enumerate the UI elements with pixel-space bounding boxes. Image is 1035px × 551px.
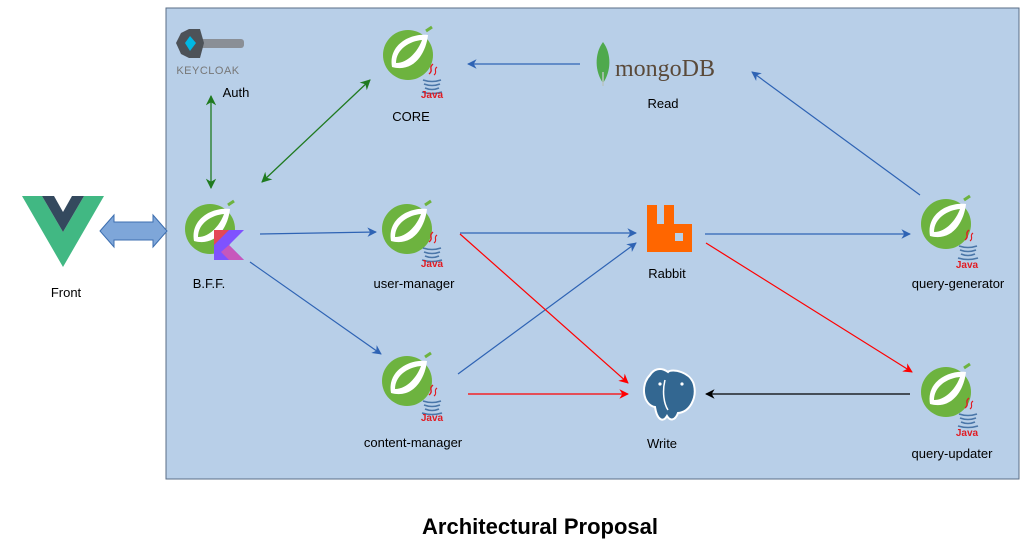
diagram-title: Architectural Proposal bbox=[422, 514, 658, 539]
front-label: Front bbox=[51, 285, 82, 300]
postgresql-logo-icon bbox=[643, 367, 696, 421]
keycloak-logo-icon: KEYCLOAK bbox=[176, 29, 244, 77]
query-updater-node: Java query-updater bbox=[912, 362, 994, 461]
rabbit-node: Rabbit bbox=[647, 205, 692, 281]
core-label: CORE bbox=[392, 109, 430, 124]
read-node: mongoDB Read bbox=[596, 42, 715, 111]
front-node: Front bbox=[22, 196, 104, 300]
kotlin-icon bbox=[214, 230, 244, 260]
read-label: Read bbox=[647, 96, 678, 111]
rabbit-queryupdater-arrow bbox=[705, 242, 913, 373]
content-manager-node: Java content-manager bbox=[364, 351, 463, 450]
bff-node: B.F.F. bbox=[183, 199, 244, 291]
java-badge: Java bbox=[956, 260, 979, 271]
auth-node: KEYCLOAK Auth bbox=[176, 29, 249, 100]
java-badge: Java bbox=[956, 428, 979, 439]
write-label: Write bbox=[647, 436, 677, 451]
java-badge: Java bbox=[421, 90, 444, 101]
system-boundary bbox=[165, 7, 1020, 480]
keycloak-logo-text: KEYCLOAK bbox=[176, 65, 239, 77]
mongodb-logo-icon: mongoDB bbox=[596, 42, 715, 86]
user-manager-node: Java user-manager bbox=[374, 199, 456, 291]
bff-core-arrow bbox=[261, 79, 371, 183]
content-manager-label: content-manager bbox=[364, 435, 463, 450]
querygen-mongo-arrow bbox=[751, 71, 921, 196]
vue-logo-icon bbox=[22, 196, 104, 267]
front-bff-arrow bbox=[99, 213, 168, 249]
bff-label: B.F.F. bbox=[193, 276, 226, 291]
user-manager-label: user-manager bbox=[374, 276, 456, 291]
auth-label: Auth bbox=[223, 85, 250, 100]
mongodb-logo-text: mongoDB bbox=[615, 56, 715, 82]
java-badge: Java bbox=[421, 413, 444, 424]
query-generator-label: query-generator bbox=[912, 276, 1005, 291]
java-badge: Java bbox=[421, 259, 444, 270]
connections bbox=[99, 59, 921, 399]
query-generator-node: Java query-generator bbox=[912, 194, 1005, 291]
usermanager-write-arrow bbox=[459, 233, 629, 384]
bff-usermanager-arrow bbox=[259, 227, 377, 237]
write-node: Write bbox=[643, 367, 696, 451]
core-node: Java CORE bbox=[381, 25, 444, 124]
bff-contentmanager-arrow bbox=[249, 261, 382, 355]
rabbit-label: Rabbit bbox=[648, 266, 686, 281]
contentmanager-rabbit-arrow bbox=[457, 242, 637, 375]
query-updater-label: query-updater bbox=[912, 446, 994, 461]
